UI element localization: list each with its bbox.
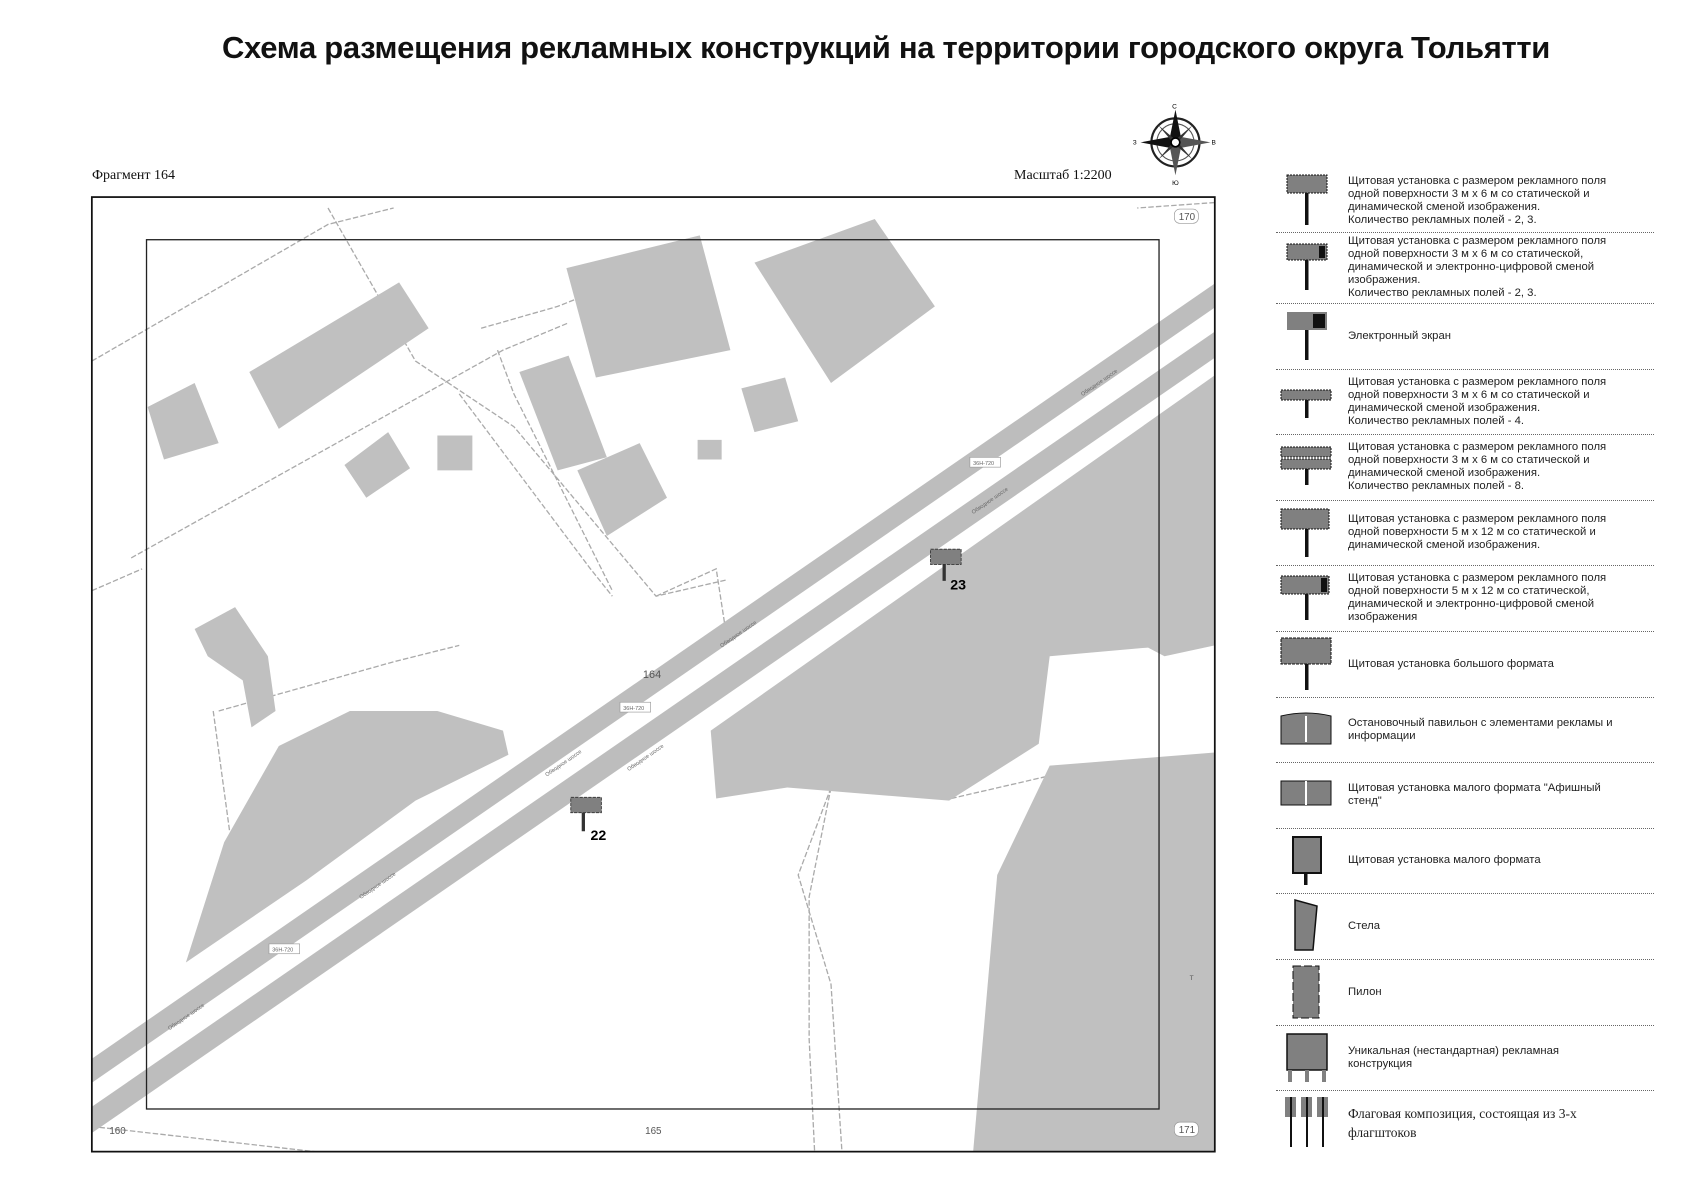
marker-23[interactable]: 23 bbox=[930, 548, 967, 594]
legend-item: Щитовая установка с размером рекламного … bbox=[1276, 500, 1654, 565]
legend-item: Щитовая установка с размером рекламного … bbox=[1276, 565, 1654, 631]
buildings bbox=[147, 218, 1215, 1152]
legend-divider bbox=[1276, 959, 1654, 960]
scale-label: Масштаб 1:2200 bbox=[1014, 168, 1112, 183]
unique-structure-icon bbox=[1286, 1032, 1328, 1082]
road-south-carriageway bbox=[91, 331, 1215, 1134]
legend-divider bbox=[1276, 565, 1654, 566]
legend-item-label: Остановочный павильон с элементами рекла… bbox=[1348, 716, 1613, 742]
legend-item: Щитовая установка малого формата bbox=[1276, 828, 1654, 893]
compass-west-label: З bbox=[1133, 140, 1137, 147]
compass-rose-icon: С Ю З В bbox=[1133, 104, 1217, 188]
fragment-number-171[interactable]: 171 bbox=[1179, 1125, 1195, 1136]
large-format-billboard-icon bbox=[1280, 637, 1332, 690]
small-format-billboard-icon bbox=[1292, 835, 1322, 885]
legend-item: Щитовая установка с размером рекламного … bbox=[1276, 170, 1654, 232]
billboard-3x6-digital-icon bbox=[1286, 243, 1328, 290]
legend-item: Электронный экран bbox=[1276, 303, 1654, 369]
flag-composition-icon bbox=[1285, 1096, 1328, 1147]
outer-frame bbox=[90, 196, 1216, 1153]
legend-divider bbox=[1276, 303, 1654, 304]
poster-stand-icon bbox=[1280, 780, 1332, 806]
legend-item-label: Щитовая установка с размером рекламного … bbox=[1348, 441, 1607, 492]
legend-item-label: Щитовая установка с размером рекламного … bbox=[1348, 513, 1607, 551]
legend-item-label: Электронный экран bbox=[1348, 329, 1451, 342]
legend-item: Стела bbox=[1276, 893, 1654, 959]
electronic-screen-icon bbox=[1287, 312, 1327, 360]
fragment-number-170[interactable]: 170 bbox=[1179, 212, 1196, 223]
legend-divider bbox=[1276, 697, 1654, 698]
map-canvas: Обводное шоссе Обводное шоссе Обводное ш… bbox=[91, 197, 1215, 1152]
road-code-label: 36Н-720 bbox=[272, 948, 293, 954]
fragment-number-164[interactable]: 164 bbox=[643, 669, 661, 681]
billboard-5x12-digital-icon bbox=[1280, 575, 1330, 620]
legend-item: Щитовая установка с размером рекламного … bbox=[1276, 434, 1654, 500]
marker-label: 22 bbox=[590, 828, 606, 844]
compass-north-label: С bbox=[1172, 104, 1177, 111]
fragment-number-165[interactable]: 165 bbox=[645, 1126, 662, 1137]
page-title: Схема размещения рекламных конструкций н… bbox=[221, 30, 1551, 65]
legend-item: Щитовая установка малого формата "Афишны… bbox=[1276, 762, 1654, 828]
pylon-icon bbox=[1292, 965, 1320, 1019]
legend-item: Щитовая установка большого формата bbox=[1276, 631, 1654, 697]
legend-divider bbox=[1276, 828, 1654, 829]
compass-east-label: В bbox=[1212, 140, 1217, 147]
fragment-number-160[interactable]: 160 bbox=[109, 1126, 126, 1137]
legend-item: Уникальная (нестандартная) рекламная кон… bbox=[1276, 1025, 1654, 1090]
legend-item: Щитовая установка с размером рекламного … bbox=[1276, 369, 1654, 434]
compass-south-label: Ю bbox=[1172, 180, 1179, 187]
legend-divider bbox=[1276, 1025, 1654, 1026]
corner-label: Т bbox=[1190, 975, 1194, 982]
legend-item: Флаговая композиция, состоящая из 3-х фл… bbox=[1276, 1090, 1654, 1155]
legend-item-label: Щитовая установка с размером рекламного … bbox=[1348, 235, 1607, 299]
fragment-label: Фрагмент 164 bbox=[92, 168, 176, 183]
legend-item: Щитовая установка с размером рекламного … bbox=[1276, 232, 1654, 303]
inner-frame bbox=[145, 239, 1160, 1110]
legend-item: Остановочный павильон с элементами рекла… bbox=[1276, 697, 1654, 762]
legend-item-label: Щитовая установка малого формата bbox=[1348, 854, 1541, 866]
legend-divider bbox=[1276, 232, 1654, 233]
legend-item-label: Щитовая установка с размером рекламного … bbox=[1348, 175, 1607, 226]
road-north-carriageway bbox=[91, 283, 1215, 1083]
legend-item-label: Флаговая композиция, состоящая из 3-х фл… bbox=[1348, 1105, 1577, 1140]
legend-divider bbox=[1276, 762, 1654, 763]
road-code-label: 36Н-720 bbox=[623, 706, 644, 712]
legend-divider bbox=[1276, 1090, 1654, 1091]
legend-item: Пилон bbox=[1276, 959, 1654, 1025]
billboard-4-fields-icon bbox=[1280, 389, 1332, 418]
marker-label: 23 bbox=[950, 578, 966, 594]
legend-divider bbox=[1276, 893, 1654, 894]
legend-item-label: Щитовая установка большого формата bbox=[1348, 657, 1554, 670]
legend-divider bbox=[1276, 434, 1654, 435]
legend-divider bbox=[1276, 631, 1654, 632]
bus-stop-pavilion-icon bbox=[1280, 712, 1332, 744]
legend-item-label: Щитовая установка с размером рекламного … bbox=[1348, 572, 1607, 623]
legend-divider bbox=[1276, 369, 1654, 370]
legend-item-label: Щитовая установка малого формата "Афишны… bbox=[1348, 782, 1601, 807]
road-code-label: 36Н-720 bbox=[973, 461, 994, 467]
marker-22[interactable]: 22 bbox=[570, 796, 607, 844]
legend-item-label: Щитовая установка с размером рекламного … bbox=[1348, 375, 1607, 427]
billboard-5x12-icon bbox=[1280, 508, 1330, 557]
legend-item-label: Уникальная (нестандартная) рекламная кон… bbox=[1348, 1044, 1559, 1070]
legend-item-label: Пилон bbox=[1348, 985, 1382, 998]
stela-icon bbox=[1294, 899, 1318, 951]
billboard-3x6-icon bbox=[1286, 174, 1328, 225]
legend-item-label: Стела bbox=[1348, 919, 1380, 932]
legend-divider bbox=[1276, 500, 1654, 501]
billboard-8-fields-icon bbox=[1280, 446, 1332, 485]
